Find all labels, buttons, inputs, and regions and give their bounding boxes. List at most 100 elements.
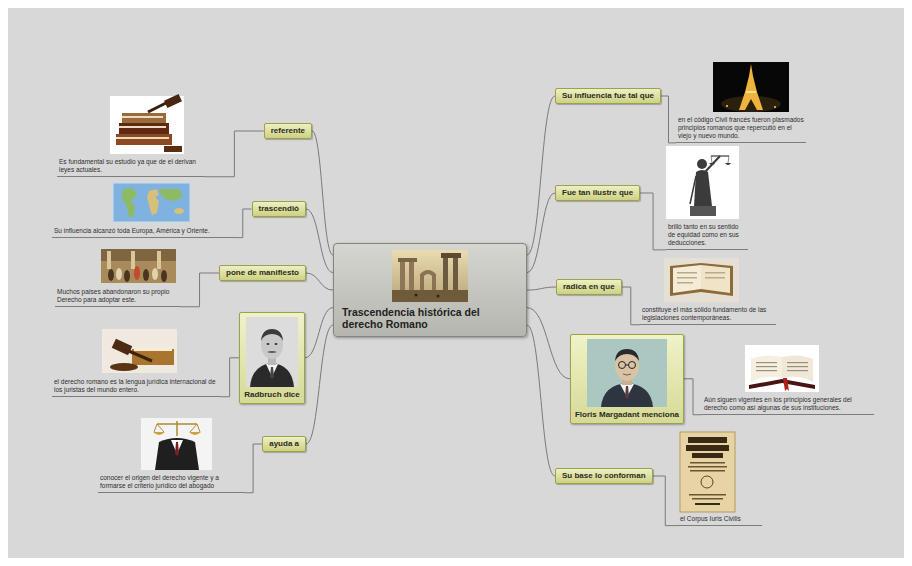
branch-label: Su influencia fue tal que bbox=[562, 91, 654, 101]
branch-label: trascendió bbox=[259, 204, 299, 214]
radbruch-portrait-part bbox=[270, 367, 274, 379]
branch-connector bbox=[622, 287, 640, 325]
old-book-picture bbox=[664, 258, 739, 302]
note-topic: el derecho romano es la lengua jurídica … bbox=[52, 377, 220, 397]
corpus-page-picture-part bbox=[688, 437, 727, 443]
scales-picture-part bbox=[155, 438, 199, 470]
justice-statue-picture-part bbox=[697, 159, 707, 169]
margadant-portrait-part bbox=[615, 349, 639, 361]
justice-statue-picture-part bbox=[709, 163, 715, 165]
branch-label: radica en que bbox=[563, 282, 615, 292]
branch-topic: Fue tan ilustre que bbox=[555, 185, 640, 201]
note-topic: el Corpus Iuris Civilis bbox=[678, 514, 762, 526]
open-book-picture-part bbox=[756, 362, 777, 363]
open-book-picture-part bbox=[756, 366, 777, 367]
portrait-topic: Radbruch dice bbox=[239, 312, 305, 404]
corpus-page-picture-part bbox=[686, 445, 729, 451]
note-text: Aún siguen vigentes en los principios ge… bbox=[704, 396, 872, 412]
justice-statue-picture-part bbox=[694, 170, 712, 206]
margadant-portrait-part bbox=[601, 383, 653, 407]
gavel-book-picture-part bbox=[110, 363, 138, 371]
old-book-picture-part bbox=[670, 263, 733, 296]
central-topic: Trascendencia histórica del derecho Roma… bbox=[333, 243, 527, 337]
scales-picture-part bbox=[175, 442, 179, 456]
old-book-picture-part bbox=[677, 282, 693, 284]
branch-topic: pone de manifiesto bbox=[219, 265, 306, 281]
open-book-picture-part bbox=[745, 345, 819, 392]
gavel-book-picture-part bbox=[132, 349, 174, 365]
map-ground bbox=[8, 8, 904, 558]
assembly-picture-part bbox=[101, 249, 176, 283]
world-map-picture-part bbox=[122, 188, 137, 217]
open-book-picture-part bbox=[783, 378, 789, 391]
assembly-picture-part bbox=[116, 268, 122, 280]
branch-connector bbox=[684, 379, 702, 415]
portrait-caption: Radbruch dice bbox=[244, 390, 300, 400]
roman-ruins-picture-part bbox=[420, 270, 436, 290]
radbruch-portrait bbox=[246, 317, 298, 387]
note-text: en el código Civil francés fueron plasma… bbox=[678, 116, 804, 140]
note-topic: constituye el más sólido fundamento de l… bbox=[640, 305, 776, 325]
justice-statue-picture-part bbox=[711, 155, 729, 156]
note-topic: en el código Civil francés fueron plasma… bbox=[676, 115, 806, 143]
justice-statue-picture-part bbox=[725, 163, 731, 165]
justice-statue-picture-part bbox=[666, 146, 739, 219]
world-map-picture-part bbox=[159, 189, 183, 201]
margadant-portrait bbox=[587, 339, 667, 407]
books-gavel-picture-part bbox=[164, 146, 182, 152]
eiffel-tower-picture-part bbox=[739, 64, 763, 110]
old-book-picture-part bbox=[705, 272, 725, 274]
eiffel-tower-picture bbox=[713, 62, 789, 112]
portrait-topic: Floris Margadant menciona bbox=[570, 334, 684, 424]
books-gavel-picture-part bbox=[122, 113, 166, 123]
branch-label: ayuda a bbox=[269, 439, 299, 449]
branch-connector bbox=[205, 131, 264, 177]
radbruch-portrait-part bbox=[250, 363, 294, 387]
assembly-picture bbox=[101, 249, 176, 283]
assembly-picture-part bbox=[161, 270, 167, 282]
radbruch-portrait-part bbox=[274, 343, 277, 345]
margadant-portrait-part bbox=[623, 374, 631, 375]
branch-topic: ayuda a bbox=[262, 436, 306, 452]
old-book-picture-part bbox=[701, 265, 730, 293]
justice-statue-picture-part bbox=[705, 156, 720, 172]
old-book-picture-part bbox=[677, 277, 697, 279]
margadant-portrait-part bbox=[626, 365, 629, 366]
scales-picture-part bbox=[197, 424, 200, 432]
roman-ruins-picture-part bbox=[443, 258, 448, 290]
branch-connector bbox=[220, 358, 239, 397]
open-book-picture-part bbox=[787, 370, 808, 371]
books-gavel-picture-part bbox=[116, 134, 172, 145]
scales-picture-part bbox=[154, 424, 157, 432]
roman-ruins-picture-part bbox=[441, 253, 461, 258]
assembly-picture-part bbox=[157, 251, 161, 269]
note-text: Es fundamental su estudio ya que de el d… bbox=[59, 158, 203, 174]
roman-ruins-picture-part bbox=[392, 290, 468, 302]
justice-statue-picture-part bbox=[728, 156, 729, 163]
corpus-page-picture-part bbox=[692, 498, 723, 500]
portrait-caption: Floris Margadant menciona bbox=[575, 410, 679, 420]
branch-topic: referente bbox=[264, 123, 312, 139]
note-topic: Muchos países abandonaron su propio Dere… bbox=[55, 287, 180, 307]
note-text: el Corpus Iuris Civilis bbox=[680, 515, 760, 523]
roman-ruins-picture-part bbox=[392, 250, 468, 302]
assembly-picture-part bbox=[124, 270, 130, 282]
corpus-page-picture-part bbox=[688, 466, 727, 468]
scales-picture-part bbox=[141, 418, 212, 470]
note-text: brilló tanto en su sentido de equidad co… bbox=[668, 223, 746, 247]
world-map-picture-part bbox=[147, 189, 159, 215]
branch-connector bbox=[306, 325, 333, 444]
branch-label: referente bbox=[271, 126, 305, 136]
open-book-picture-part bbox=[751, 355, 782, 382]
eiffel-tower-picture-part bbox=[774, 106, 776, 108]
roman-ruins-picture-part bbox=[453, 258, 458, 290]
corpus-page-picture-part bbox=[690, 470, 725, 472]
branch-connector bbox=[527, 193, 555, 273]
note-text: el derecho romano es la lengua jurídica … bbox=[54, 378, 218, 394]
corpus-page-picture-part bbox=[680, 432, 735, 512]
radbruch-portrait-part bbox=[246, 317, 298, 387]
gavel-book-picture-part bbox=[134, 346, 172, 351]
roman-ruins-picture bbox=[392, 250, 468, 302]
roman-ruins-picture-part bbox=[400, 262, 405, 290]
